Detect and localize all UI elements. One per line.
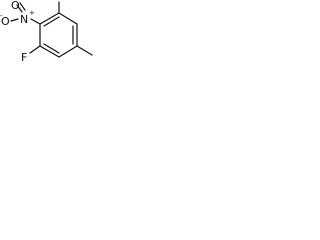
nitro-oxygen-top-label: O <box>11 0 20 12</box>
nitro-n-o-single-bond <box>10 18 19 22</box>
fluoro-bond <box>29 45 41 54</box>
ring-bond-c4-c5 <box>58 45 78 58</box>
nitro-n-o-double-bond-b <box>19 2 26 11</box>
ring-inner-double-bond-c1-c2 <box>43 16 60 27</box>
methyl-bond-right <box>76 45 93 56</box>
molecule-structure: F N + O O - <box>0 0 93 64</box>
ring-bond-c2-c3 <box>58 12 78 25</box>
nitro-bond <box>30 18 41 25</box>
substituent-bonds <box>10 1 93 56</box>
atom-labels: F N + O O - <box>0 0 35 64</box>
nitro-oxygen-charge: - <box>0 12 3 20</box>
nitro-n-o-double-bond-a <box>16 4 23 13</box>
aromatic-ring <box>39 12 78 58</box>
fluorine-label: F <box>21 51 27 64</box>
ring-bond-c5-c6 <box>39 45 60 58</box>
nitro-oxygen-minus-label: O <box>1 15 10 28</box>
ring-inner-double-bond-c5-c6 <box>43 43 60 54</box>
nitro-nitrogen-label: N <box>20 13 28 26</box>
ring-bond-c1-c2 <box>39 12 60 25</box>
nitro-nitrogen-charge: + <box>29 9 35 17</box>
